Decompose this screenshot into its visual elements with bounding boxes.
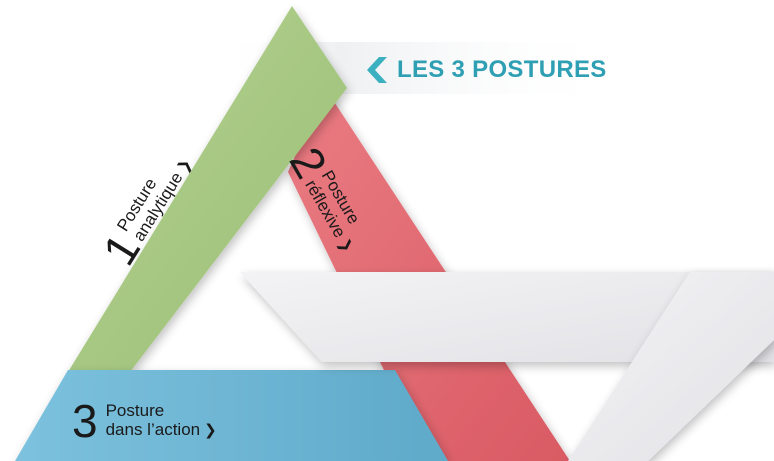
- chevron-right-icon: ❯: [204, 421, 217, 439]
- grey-horizontal-band: [240, 272, 774, 362]
- posture-3-line2: dans l’action: [105, 420, 201, 439]
- posture-1-band[interactable]: [68, 6, 347, 372]
- grey-diagonal-band: [568, 272, 774, 461]
- page-title: LES 3 POSTURES: [397, 56, 607, 83]
- title-banner[interactable]: LES 3 POSTURES: [365, 52, 607, 88]
- posture-3-number: 3: [72, 395, 98, 447]
- chevron-left-icon: [367, 57, 387, 83]
- posture-3-line1: Posture: [105, 401, 165, 421]
- posture-3-label[interactable]: 3 Posture dans l’action❯: [72, 398, 217, 444]
- posture-3-band[interactable]: [15, 370, 448, 461]
